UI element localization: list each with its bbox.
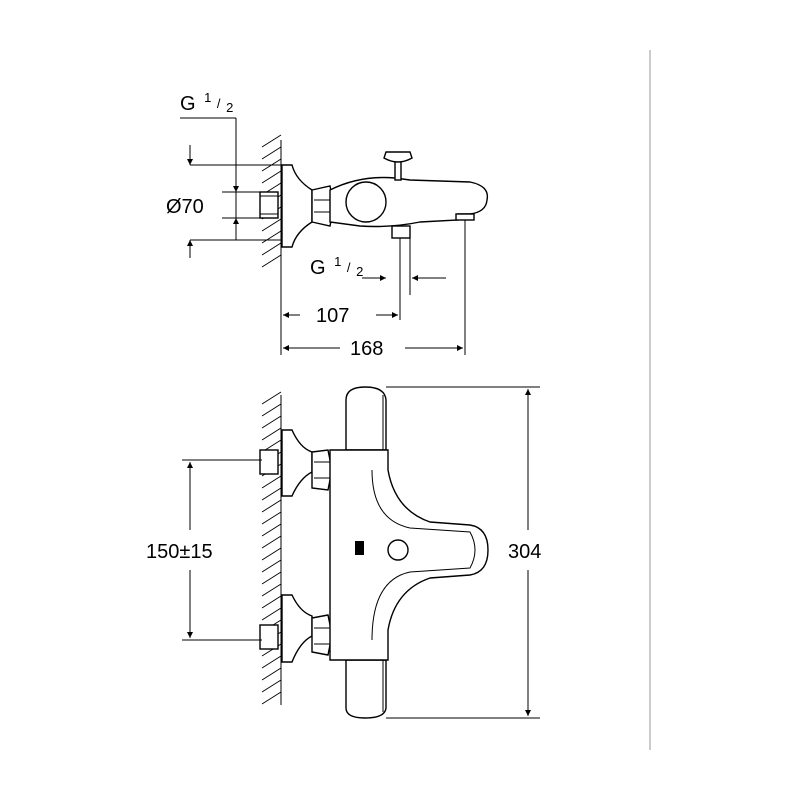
- top-end-cap: [345, 386, 387, 451]
- hatch-line: [261, 254, 282, 268]
- bottom-outlet: [391, 225, 411, 239]
- hatch-line: [261, 595, 282, 609]
- hatch-line: [261, 218, 282, 232]
- upper-hex-union: [311, 449, 333, 491]
- hatch-line: [261, 415, 282, 429]
- hatch-line: [261, 655, 282, 669]
- hatch-line: [261, 475, 282, 489]
- front-mixer-body: [329, 449, 489, 661]
- lower-inlet-fitting: [259, 624, 279, 650]
- hatch-line: [261, 487, 282, 501]
- spout-outlet: [455, 213, 475, 221]
- upper-inlet-fitting: [259, 449, 279, 475]
- inlet-spacing-label: 150±15: [146, 541, 213, 563]
- lower-rosette: [281, 594, 313, 663]
- control-knob: [345, 181, 387, 223]
- hatch-line: [261, 679, 282, 693]
- hatch-line: [261, 403, 282, 417]
- front-view: 150±15 304: [146, 386, 541, 719]
- hatch-line: [261, 511, 282, 525]
- hatch-line: [261, 571, 282, 585]
- rosette: [281, 164, 313, 248]
- hatch-line: [261, 607, 282, 621]
- spout-contour: [371, 469, 476, 641]
- bottom-end-cap: [345, 659, 387, 719]
- hatch-line: [261, 391, 282, 405]
- hatch-line: [261, 667, 282, 681]
- spout-projection-label: 168: [350, 338, 383, 360]
- indicator-mark: [355, 541, 364, 555]
- hatch-line: [261, 691, 282, 705]
- outlet-distance-label: 107: [316, 305, 349, 327]
- hatch-line: [261, 547, 282, 561]
- hatch-line: [261, 146, 282, 160]
- side-view: G 1 / 2 Ø70 G 1 / 2 107 168: [166, 85, 489, 360]
- hatch-line: [261, 559, 282, 573]
- hatch-line: [261, 535, 282, 549]
- hatch-line: [261, 170, 282, 184]
- hatch-line: [261, 499, 282, 513]
- hatch-line: [261, 523, 282, 537]
- diverter-stem: [394, 159, 402, 181]
- rosette-diameter-label: Ø70: [166, 196, 204, 218]
- upper-rosette: [281, 429, 313, 497]
- hatch-line: [261, 583, 282, 597]
- lower-hex-union: [311, 614, 333, 656]
- hatch-line: [261, 242, 282, 256]
- overall-length-label: 304: [508, 541, 541, 563]
- diverter-cap: [383, 151, 413, 163]
- wall-hatching-bottom: [261, 391, 282, 705]
- hatch-line: [261, 230, 282, 244]
- safety-button: [387, 539, 409, 561]
- outlet-thread-label: G 1 / 2: [310, 249, 363, 279]
- hatch-line: [261, 427, 282, 441]
- pipe-thread-label: G 1 / 2: [180, 85, 233, 115]
- hatch-line: [261, 134, 282, 148]
- inlet-fitting: [259, 191, 279, 219]
